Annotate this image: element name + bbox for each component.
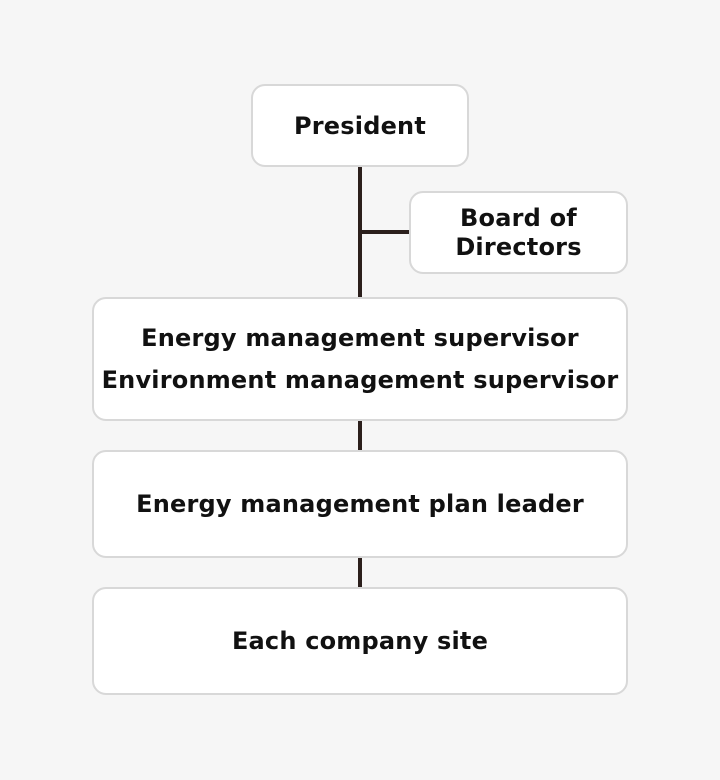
- company-sites-box: Each company site: [92, 587, 628, 695]
- connector-board-branch: [360, 230, 409, 234]
- environment-supervisor-label: Environment management supervisor: [101, 366, 619, 394]
- connector-plan-leader-to-sites: [358, 558, 362, 587]
- board-label-line-1: Board of: [460, 203, 577, 232]
- plan-leader-box: Energy management plan leader: [92, 450, 628, 558]
- board-label-line-2: Directors: [455, 232, 582, 261]
- company-sites-label: Each company site: [231, 627, 489, 655]
- president-label: President: [293, 111, 427, 140]
- plan-leader-label: Energy management plan leader: [136, 490, 584, 518]
- connector-supervisors-to-plan-leader: [358, 421, 362, 450]
- supervisors-box: Energy management supervisor Environment…: [92, 297, 628, 421]
- board-of-directors-box: Board of Directors: [409, 191, 628, 274]
- energy-supervisor-label: Energy management supervisor: [141, 324, 579, 352]
- president-box: President: [251, 84, 469, 167]
